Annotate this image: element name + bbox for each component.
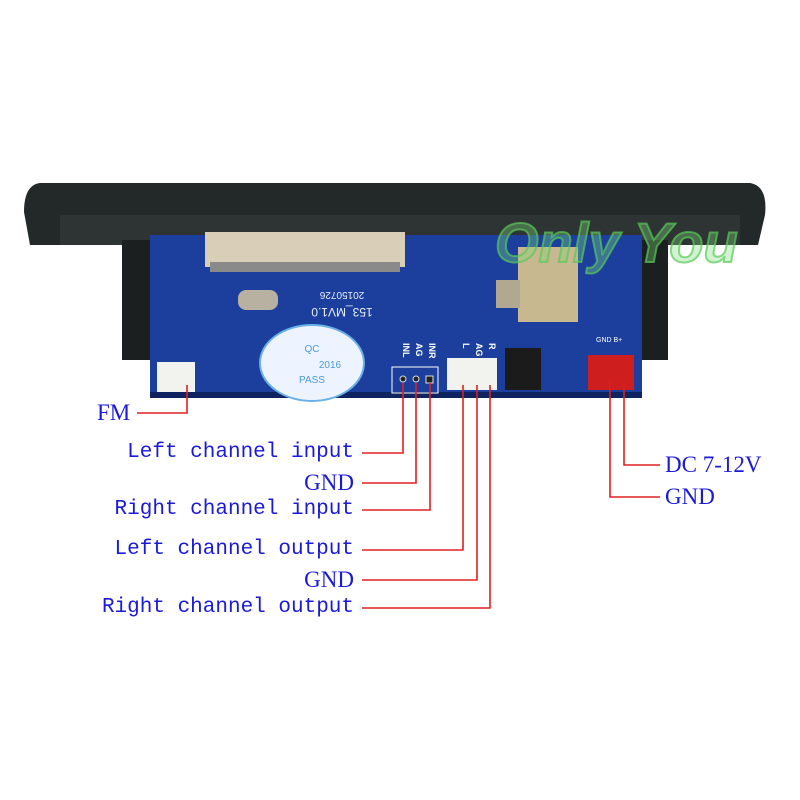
watermark: Only You [495,211,738,274]
crystal [238,290,278,310]
version-text: 153_MV1.0 [311,305,373,319]
leader-right-in [362,383,431,511]
label-gnd-input: GND [304,470,354,495]
leader-dc [623,382,660,466]
leader-fm [137,385,188,414]
power-pin-label: GND B+ [596,337,622,344]
date-text: 20150726 [319,289,364,300]
output-connector [447,358,497,390]
pcb-edge [150,392,642,398]
leader-left-out [362,385,464,551]
label-right-channel-input: Right channel input [114,498,354,521]
qc-sticker [259,324,365,402]
leader-gnd-in [362,383,417,484]
leader-gnd-out [362,385,478,581]
input-pin [412,375,420,383]
pin-label-ag-input: AG [414,343,424,357]
qc-year: 2016 [319,360,342,371]
input-pin [399,375,407,383]
sd-card-slot [205,232,405,267]
leader-right-out [362,385,491,609]
pin-label-l: L [461,343,471,349]
voltage-regulator [505,348,541,390]
label-right-channel-output: Right channel output [101,596,354,619]
mount-post-right [640,240,668,360]
usb-port [518,247,578,322]
leader-left-in [362,383,404,454]
label-gnd-output: GND [304,567,354,592]
fm-connector [157,362,195,392]
label-left-channel-output: Left channel output [114,538,354,561]
label-fm: FM [97,400,131,425]
mount-post-left [122,240,152,360]
dc-power-connector [588,355,634,390]
input-pin [425,375,434,384]
input-pin-header [391,366,439,394]
qc-top: QC [305,344,320,355]
pin-label-ag-output: AG [474,343,484,357]
qc-bottom: PASS [299,375,325,386]
label-dc-power: DC 7-12V [665,452,762,477]
sd-slot-pins [210,262,400,272]
pin-label-r: R [487,343,497,350]
label-left-channel-input: Left channel input [127,441,354,464]
usb-tab [496,280,520,308]
pin-label-inr: INR [427,343,437,359]
label-gnd-power: GND [665,484,715,509]
pin-label-inl: INL [401,343,411,358]
leader-gnd-power [609,382,660,498]
